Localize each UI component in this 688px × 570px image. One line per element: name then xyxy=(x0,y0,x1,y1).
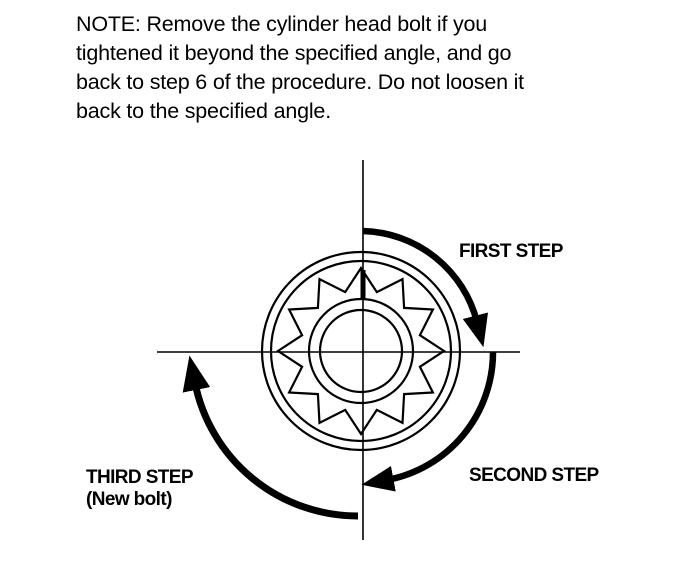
second-step-label: SECOND STEP xyxy=(469,465,600,486)
procedure-note: NOTE: Remove the cylinder head bolt if y… xyxy=(76,10,676,126)
third-step-sublabel: (New bolt) xyxy=(86,489,172,510)
first-step-label: FIRST STEP xyxy=(459,241,564,262)
third-step-label: THIRD STEP xyxy=(86,467,194,488)
note-line-1: NOTE: Remove the cylinder head bolt if y… xyxy=(76,12,488,36)
bolt-outer-ring xyxy=(260,250,462,452)
bolt-star-profile xyxy=(275,265,447,437)
bolt-washer-ring xyxy=(307,297,415,405)
note-line-3: back to step 6 of the procedure. Do not … xyxy=(76,70,524,94)
third-step-arrow xyxy=(182,355,359,520)
note-line-2: tightened it beyond the specified angle,… xyxy=(76,41,512,65)
second-step-arrow xyxy=(361,351,497,492)
note-line-4: back to the specified angle. xyxy=(76,99,331,123)
first-step-arrow xyxy=(362,227,488,348)
bolt-center-ring xyxy=(318,308,404,394)
bolt-inner-ring xyxy=(269,259,453,443)
bolt-head xyxy=(260,250,462,452)
